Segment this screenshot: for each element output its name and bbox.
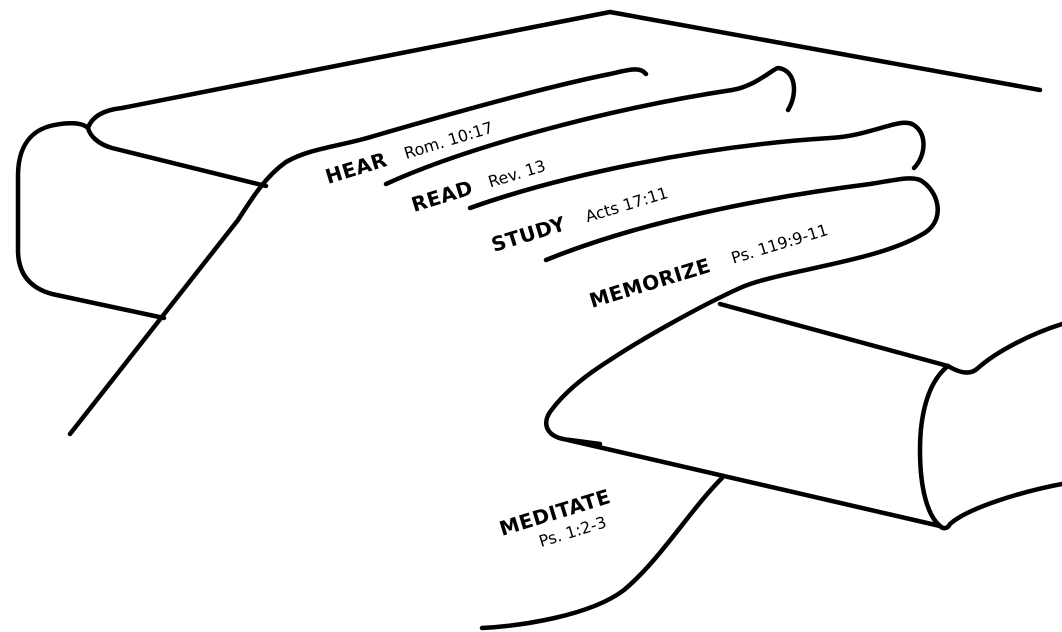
book-top-edge <box>88 12 1040 128</box>
book-right-block <box>948 324 1062 372</box>
label-study-reference: Acts 17:11 <box>583 183 670 226</box>
label-meditate: MEDITATE Ps. 1:2-3 <box>496 484 619 561</box>
step-labels: HEAR Rom. 10:17 READ Rev. 13 STUDY Acts … <box>322 115 830 561</box>
book-right-spine <box>920 366 1062 528</box>
book-bottom-edge <box>568 440 940 526</box>
label-study-name: STUDY <box>488 211 568 256</box>
finger-index <box>386 68 794 184</box>
label-memorize-name: MEMORIZE <box>586 253 713 313</box>
label-read-name: READ <box>408 175 475 216</box>
book-left-block <box>18 123 164 318</box>
label-hear-name: HEAR <box>322 147 390 188</box>
book-right-edge-top <box>720 304 948 366</box>
book-left-block-inner <box>88 128 266 186</box>
hand <box>70 68 938 628</box>
label-memorize-reference: Ps. 119:9-11 <box>729 220 830 267</box>
